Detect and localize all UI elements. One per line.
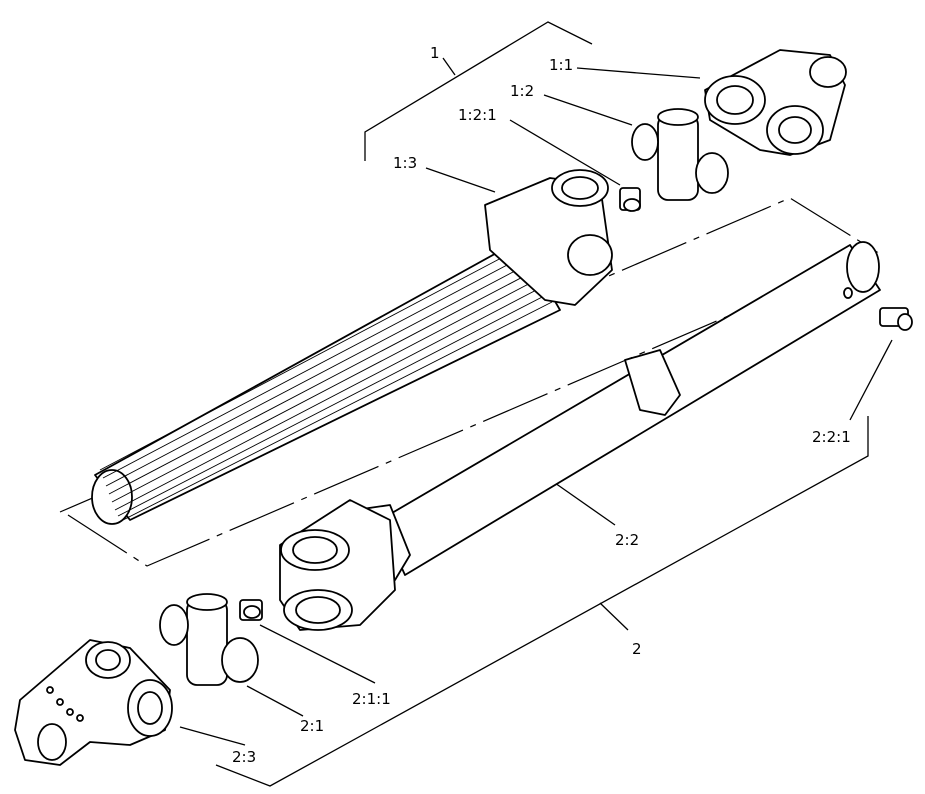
yoke-2-3 xyxy=(14,639,173,766)
splined-shaft-1-3 xyxy=(91,169,613,525)
label-yoke-2-3: 2:3 xyxy=(232,748,256,766)
label-yoke-1-1: 1:1 xyxy=(549,56,573,74)
label-tube-2-2: 2:2 xyxy=(615,531,639,549)
assembly-1-bracket xyxy=(364,21,593,161)
fitting-1-2-1 xyxy=(619,187,641,212)
tube-2-2 xyxy=(279,241,881,631)
label-fitting-1-2-1: 1:2:1 xyxy=(458,106,497,124)
assembly-2-bracket xyxy=(215,416,869,787)
label-shaft-1-3: 1:3 xyxy=(393,154,417,172)
label-fitting-2-2-1: 2:2:1 xyxy=(812,428,851,446)
cross-2-1 xyxy=(159,593,259,686)
cross-1-2 xyxy=(631,108,729,201)
label-assembly-2: 2 xyxy=(632,640,642,658)
label-cross-2-1: 2:1 xyxy=(300,717,324,735)
leader-lines xyxy=(179,67,893,746)
fitting-2-1-1 xyxy=(239,599,263,621)
label-cross-1-2: 1:2 xyxy=(510,82,534,100)
yoke-1-1 xyxy=(704,49,847,156)
fitting-2-2-1 xyxy=(879,307,913,331)
label-assembly-1: 1 xyxy=(430,44,440,62)
label-fitting-2-1-1: 2:1:1 xyxy=(352,690,391,708)
